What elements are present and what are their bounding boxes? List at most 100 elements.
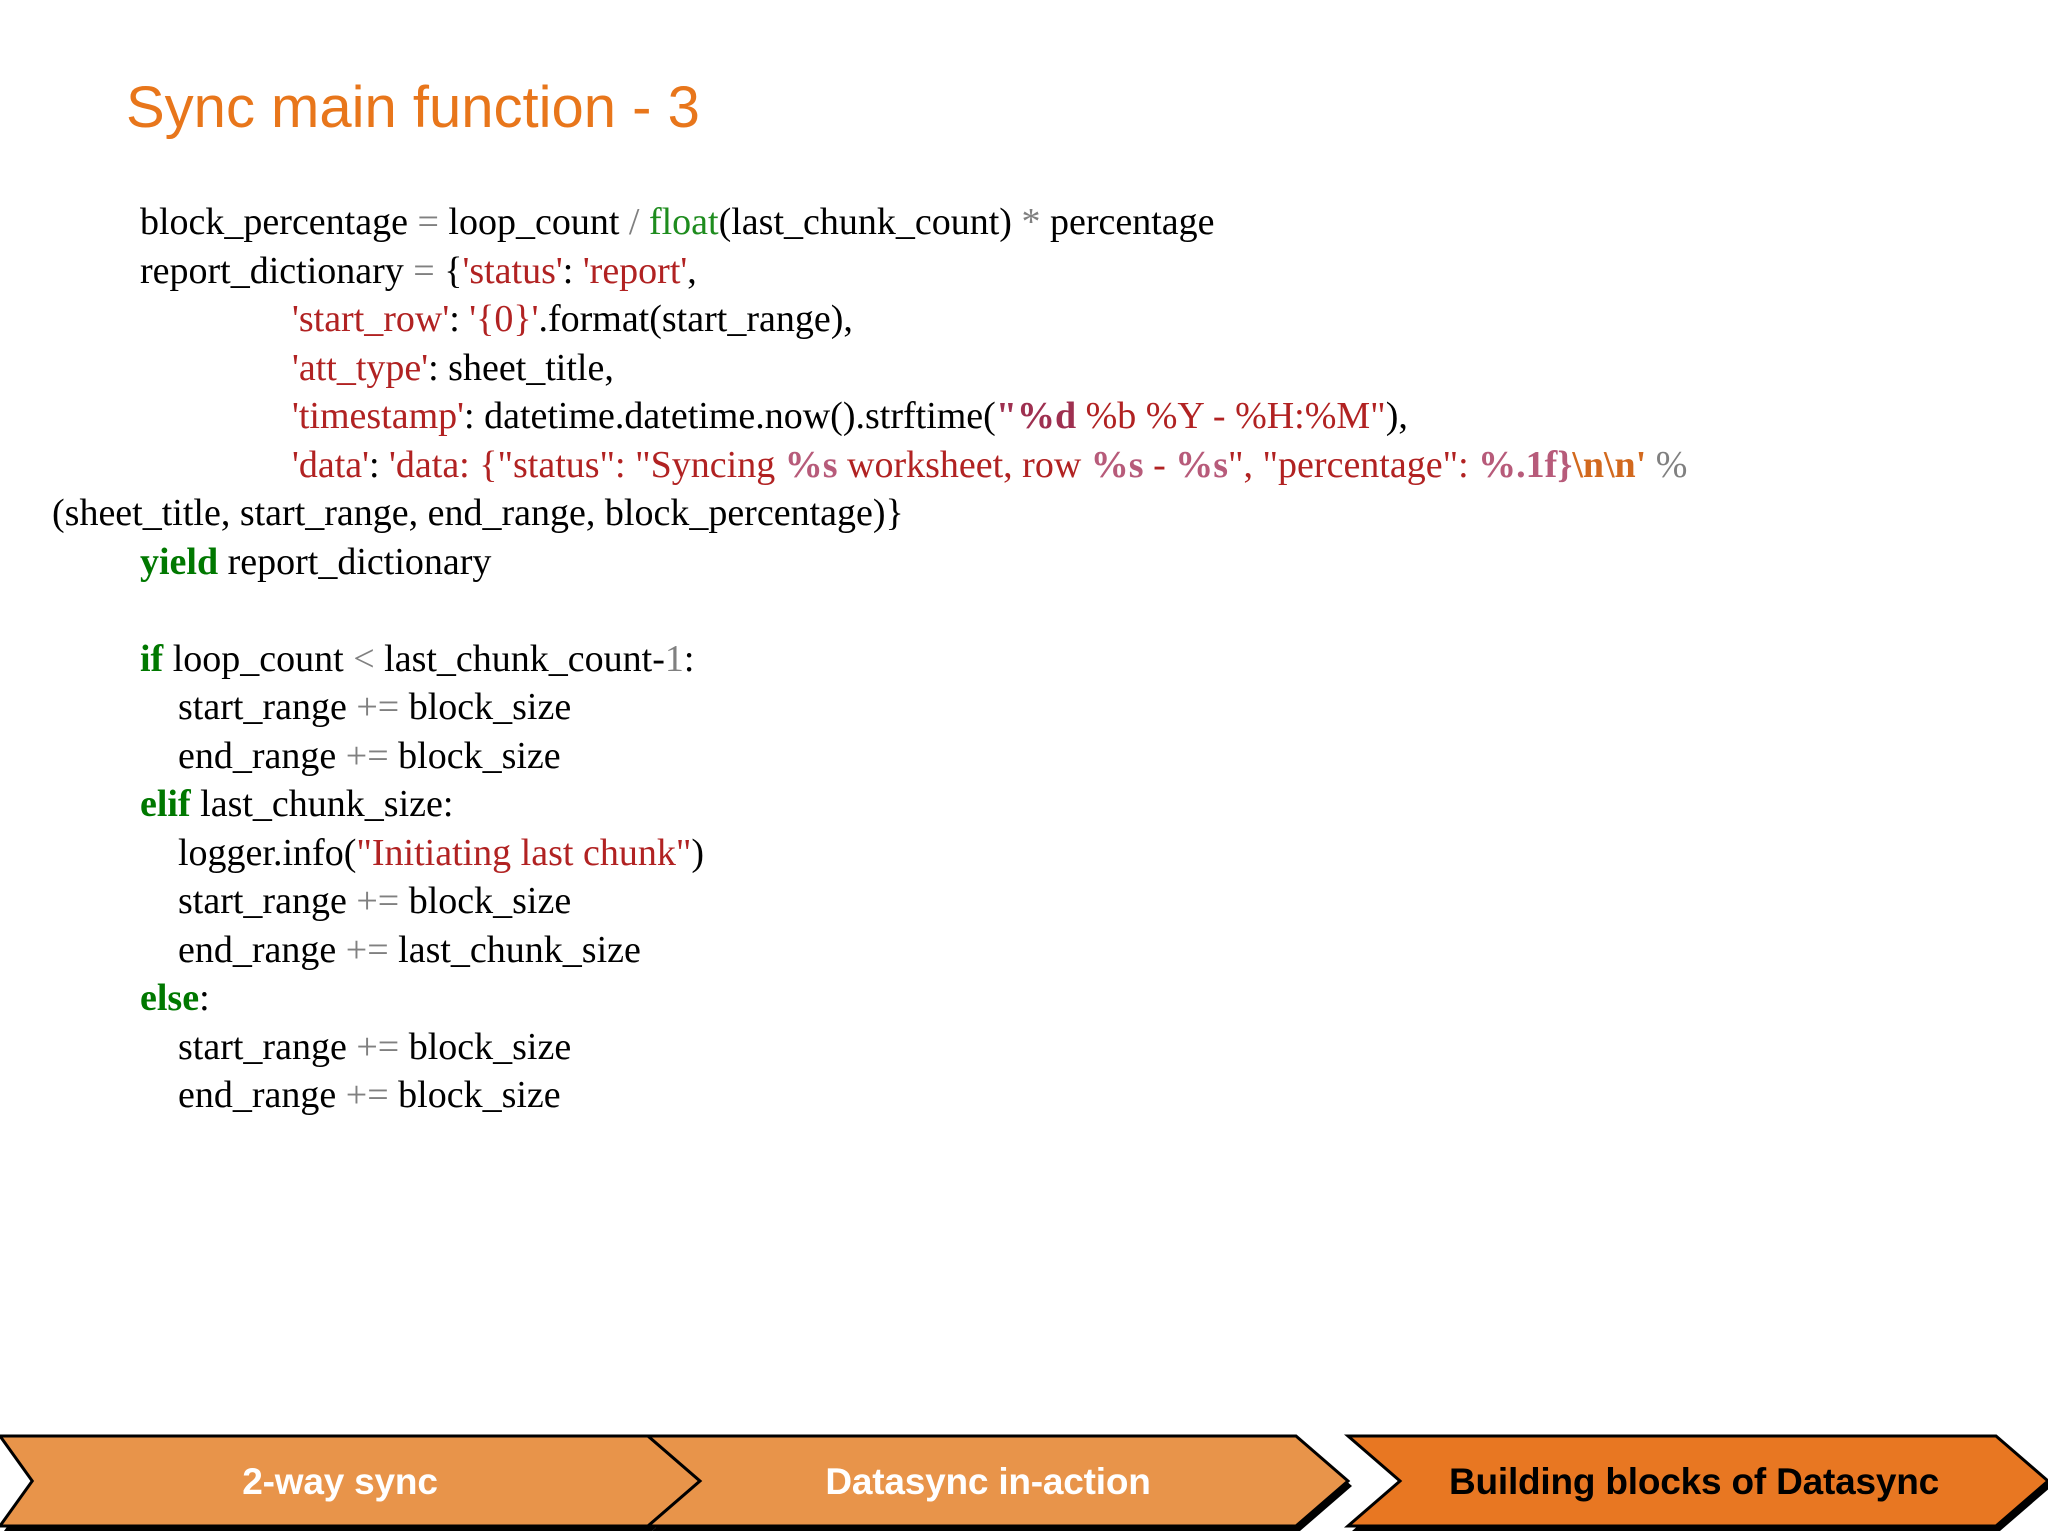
step-2-way-sync-label: 2-way sync	[242, 1461, 437, 1502]
code-token: +=	[356, 686, 409, 728]
code-token: "Initiating last chunk"	[356, 831, 692, 874]
line-elif-end-range: end_range += last_chunk_size	[0, 926, 2048, 975]
code-token: %	[1646, 443, 1688, 486]
code-token	[140, 444, 292, 486]
line-report-dictionary: report_dictionary = {'status': 'report',	[0, 247, 2048, 296]
line-else-end-range: end_range += block_size	[0, 1071, 2048, 1120]
code-token: %s	[1090, 443, 1144, 486]
code-token: end_range	[140, 1074, 346, 1116]
line-if: if loop_count < last_chunk_count-1:	[0, 635, 2048, 684]
line-yield: yield report_dictionary	[0, 538, 2048, 587]
code-token: 'report'	[582, 249, 688, 292]
code-token: :	[199, 977, 210, 1019]
code-token: float	[648, 201, 719, 243]
code-token: block_size	[398, 1074, 561, 1116]
code-token: else	[140, 977, 200, 1019]
code-token: +=	[356, 1025, 409, 1068]
step-datasync-in-action-label: Datasync in-action	[825, 1461, 1150, 1502]
code-token: last_chunk_size:	[190, 783, 454, 825]
step-building-blocks-of-datasync-label: Building blocks of Datasync	[1449, 1461, 1939, 1502]
line-tuple-args: (sheet_title, start_range, end_range, bl…	[0, 489, 2048, 538]
code-token: /	[628, 201, 649, 243]
line-att-type: 'att_type': sheet_title,	[0, 344, 2048, 393]
code-token: 'att_type'	[292, 346, 429, 389]
code-token: :	[683, 637, 695, 680]
code-token: \n\n'	[1572, 443, 1647, 486]
code-token: :	[562, 249, 583, 292]
code-token: yield	[140, 540, 219, 583]
code-token: +=	[345, 734, 399, 777]
code-token	[140, 298, 292, 340]
code-token: report_dictionary	[218, 540, 492, 583]
code-token: +=	[345, 1074, 399, 1116]
code-token: :	[368, 443, 390, 486]
code-token: end_range	[140, 734, 346, 777]
code-token: ,	[687, 249, 697, 292]
code-token: block_size	[398, 734, 561, 777]
line-blank-1	[0, 586, 2048, 635]
code-token: *	[1021, 201, 1050, 243]
code-token: : sheet_title,	[428, 346, 614, 389]
line-else: else:	[0, 974, 2048, 1023]
code-token: end_range	[140, 928, 346, 971]
code-token: last_chunk_size	[398, 928, 641, 971]
code-token: )	[691, 831, 704, 874]
code-token: loop_count	[448, 201, 629, 243]
code-token: %b %Y - %H:%M"	[1076, 395, 1386, 437]
page-title: Sync main function - 3	[126, 75, 700, 140]
code-token: 'timestamp'	[292, 395, 465, 437]
line-data: 'data': 'data: {"status": "Syncing %s wo…	[0, 441, 2048, 490]
code-block: block_percentage = loop_count / float(la…	[0, 198, 2048, 1120]
code-token: "%d	[995, 395, 1077, 437]
code-token: ),	[1385, 395, 1408, 437]
code-token: +=	[356, 880, 409, 922]
code-token: start_range	[140, 1025, 357, 1068]
code-token: (last_chunk_count)	[718, 201, 1022, 243]
line-block-percentage: block_percentage = loop_count / float(la…	[0, 198, 2048, 247]
code-token: ", "percentage":	[1228, 443, 1479, 486]
code-token: +=	[345, 928, 399, 971]
code-token: start_range	[140, 686, 357, 728]
code-token: loop_count	[163, 637, 354, 680]
code-token: percentage	[1049, 201, 1215, 243]
line-elif: elif last_chunk_size:	[0, 780, 2048, 829]
code-token: <	[353, 637, 385, 680]
code-token: block_size	[408, 880, 572, 922]
code-token: start_range	[140, 880, 357, 922]
code-token: -	[1143, 443, 1176, 486]
code-token: (sheet_title, start_range, end_range, bl…	[52, 492, 904, 534]
line-start-row: 'start_row': '{0}'.format(start_range),	[0, 295, 2048, 344]
code-token: 'start_row'	[292, 298, 450, 340]
line-logger-info: logger.info("Initiating last chunk")	[0, 829, 2048, 878]
code-token: :	[449, 298, 470, 340]
code-token: %s	[1175, 443, 1229, 486]
code-token: worksheet, row	[837, 443, 1091, 486]
code-token: if	[140, 637, 164, 680]
line-else-start-range: start_range += block_size	[0, 1023, 2048, 1072]
code-token: %.1f}	[1478, 443, 1573, 486]
code-token: 1	[664, 637, 684, 680]
line-if-end-range: end_range += block_size	[0, 732, 2048, 781]
code-token: block_size	[408, 1025, 572, 1068]
footer-navigation: 2-way sync Datasync in-action Building blo…	[0, 1428, 2048, 1536]
line-if-start-range: start_range += block_size	[0, 683, 2048, 732]
code-token: report_dictionary	[140, 249, 414, 292]
line-timestamp: 'timestamp': datetime.datetime.now().str…	[0, 392, 2048, 441]
code-token: elif	[140, 783, 191, 825]
code-token: '{0}'	[469, 298, 539, 340]
code-token: =	[417, 201, 449, 243]
code-token: 'data'	[292, 443, 369, 486]
code-token: block_percentage	[140, 201, 418, 243]
step-datasync-in-action[interactable]	[643, 1434, 1351, 1528]
code-token: block_size	[408, 686, 572, 728]
code-token: last_chunk_count-	[384, 637, 665, 680]
code-token: %s	[784, 443, 838, 486]
code-token: 'status'	[462, 249, 563, 292]
line-elif-start-range: start_range += block_size	[0, 877, 2048, 926]
code-token	[140, 395, 292, 437]
footer-nav-svg: 2-way sync Datasync in-action Building blo…	[0, 1434, 2048, 1531]
step-building-blocks-of-datasync[interactable]	[1343, 1434, 2048, 1528]
code-token: : datetime.datetime.now().strftime(	[464, 395, 996, 437]
code-token: {	[444, 249, 463, 292]
code-token	[140, 347, 292, 389]
